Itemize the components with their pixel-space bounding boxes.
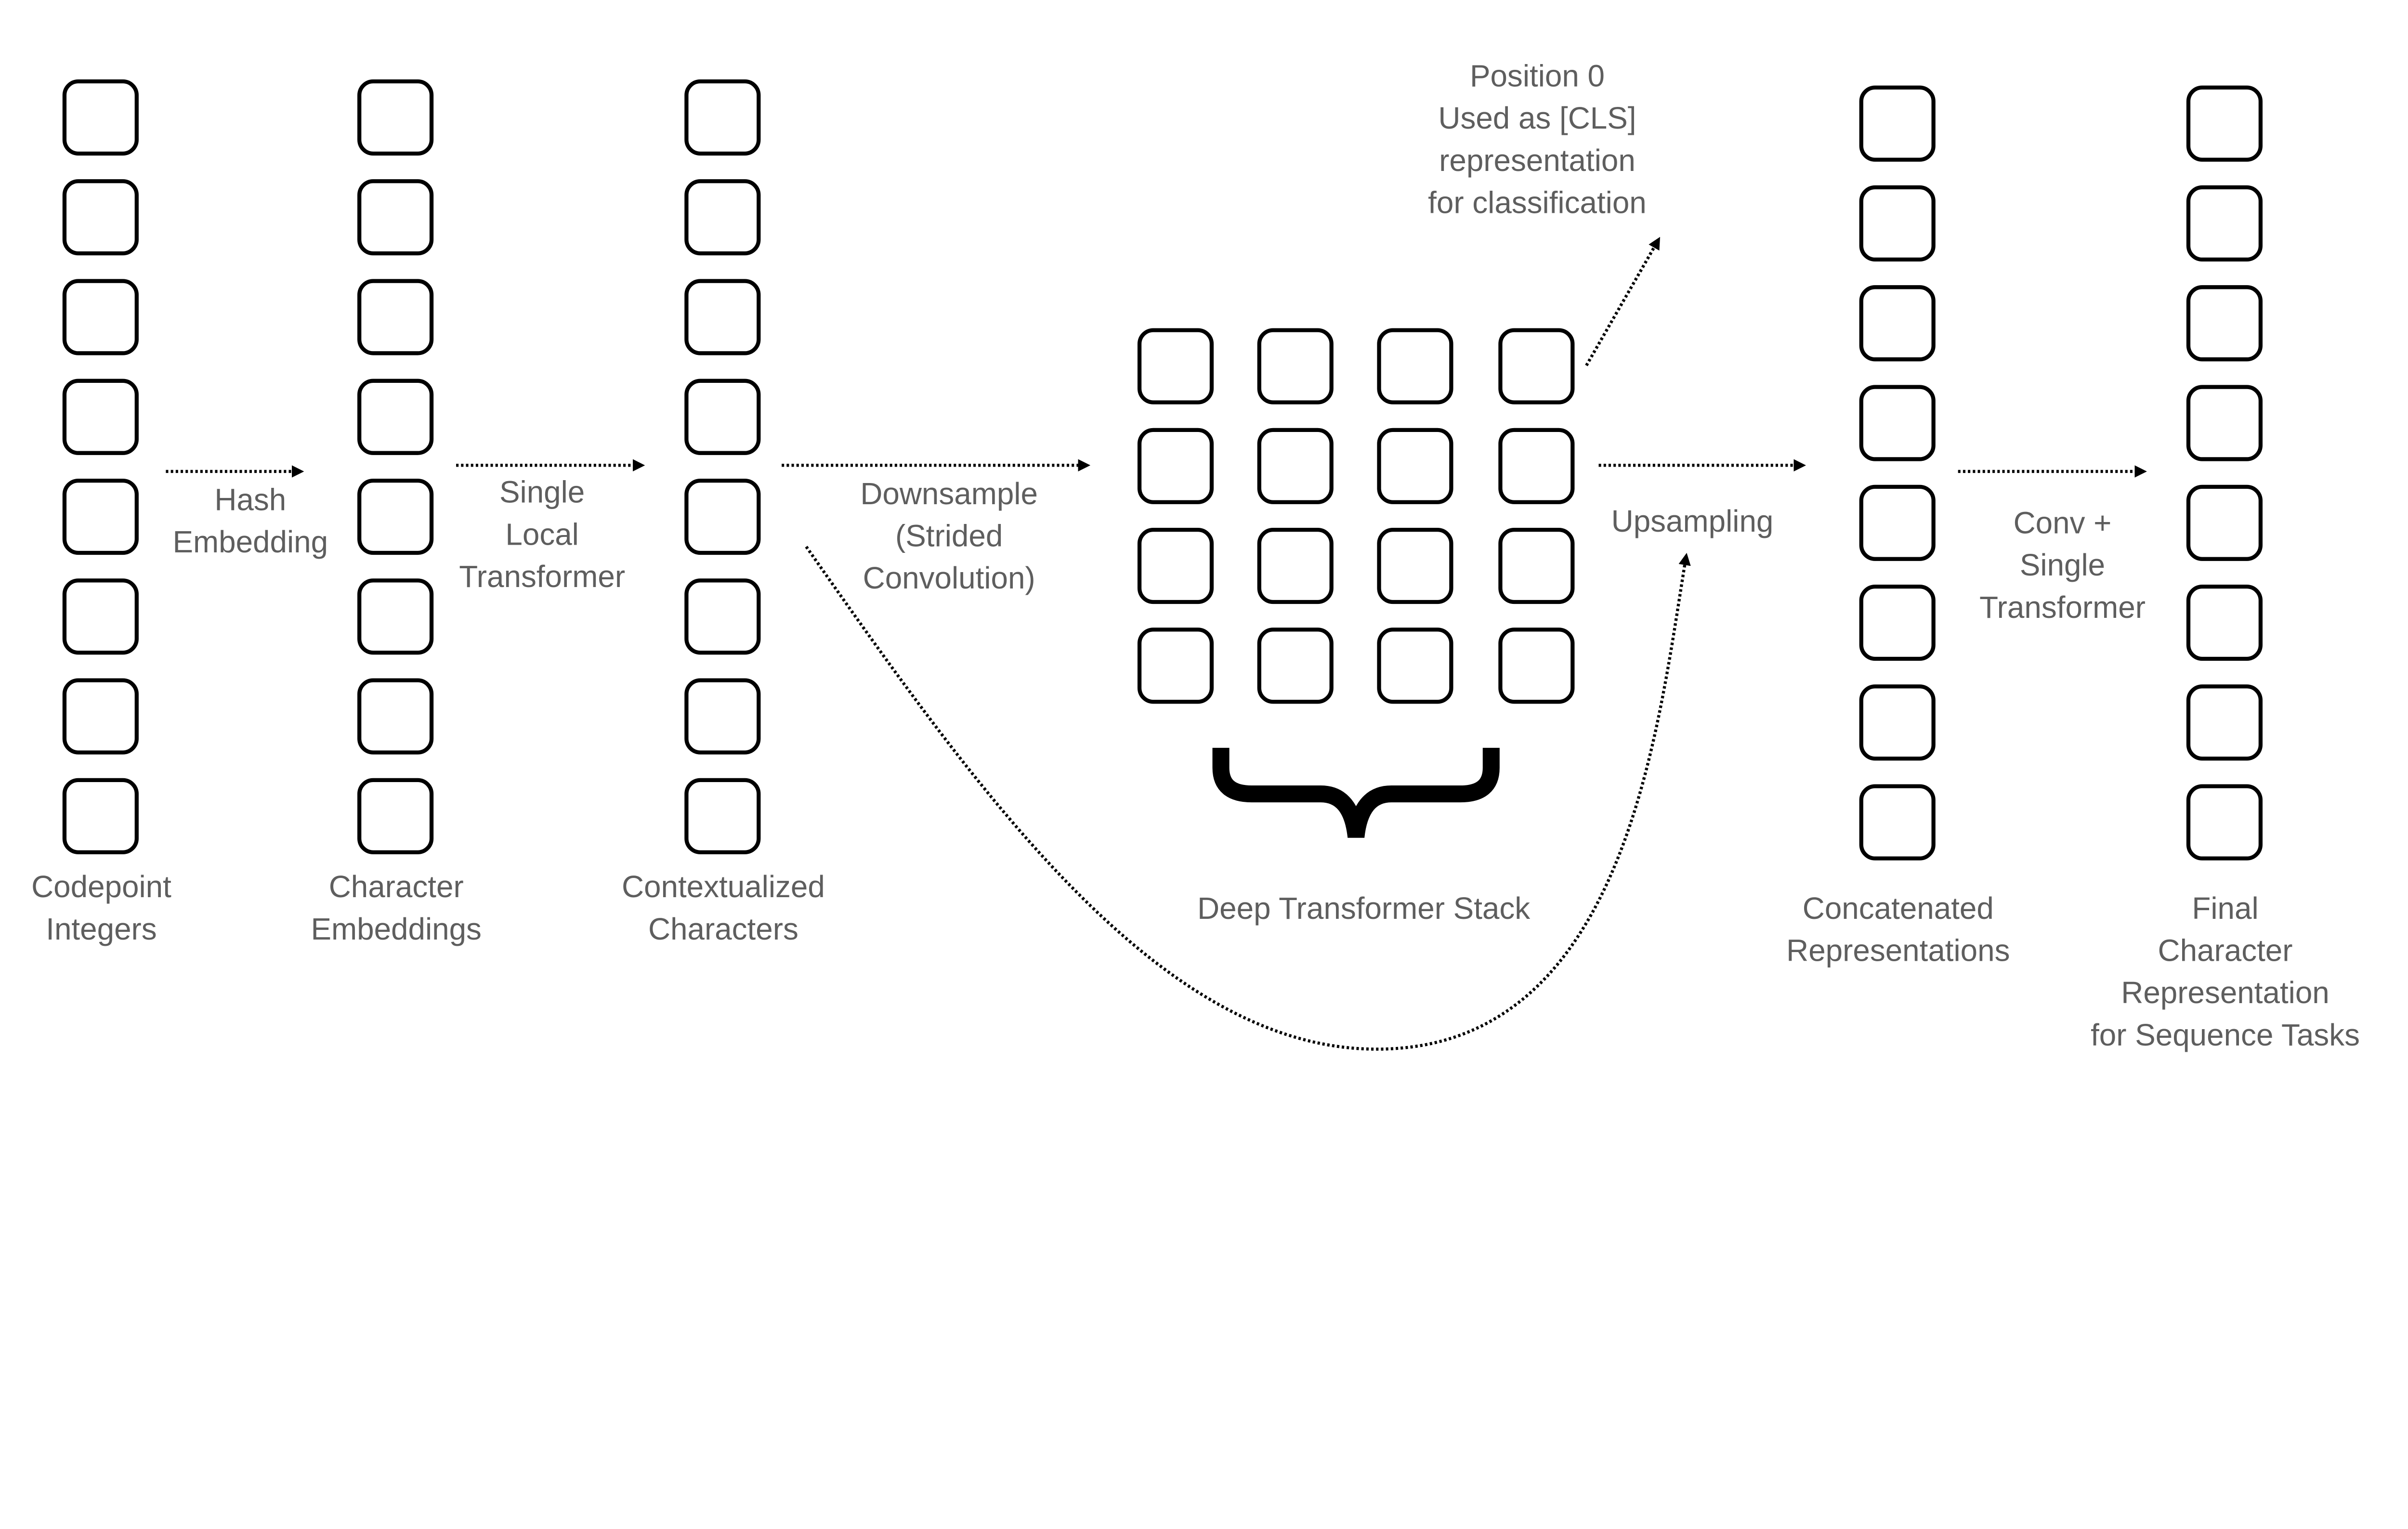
column-3-cell <box>684 179 761 256</box>
cls-note-label: Position 0 <box>1470 58 1605 93</box>
column-4-cell <box>1859 584 1936 661</box>
conv-single-transformer-label: Conv + <box>2014 505 2112 540</box>
transformer-grid-cell <box>1498 527 1575 604</box>
conv-single-transformer-label: Single <box>2020 548 2105 582</box>
canine-architecture-diagram: CodepointIntegersCharacterEmbeddingsCont… <box>31 58 2360 1052</box>
transformer-grid-cell <box>1498 627 1575 704</box>
cls-note-label: representation <box>1439 143 1636 178</box>
column-4-cell <box>1859 684 1936 761</box>
column-2-cell <box>357 179 434 256</box>
column-5-cell <box>2186 784 2263 861</box>
column-4-cell <box>1859 185 1936 262</box>
conv-single-transformer-label: Transformer <box>1979 590 2146 625</box>
transformer-grid-cell <box>1498 428 1575 504</box>
column-5-label: for Sequence Tasks <box>2091 1018 2360 1052</box>
deep-transformer-stack-label: Deep Transformer Stack <box>1197 891 1530 926</box>
column-5-cell <box>2186 684 2263 761</box>
column-2-cell <box>357 478 434 555</box>
transformer-grid-cell <box>1377 627 1453 704</box>
column-5-label: Representation <box>2121 975 2329 1010</box>
column-3-label: Contextualized <box>622 869 825 904</box>
column-2-label: Character <box>329 869 464 904</box>
column-4-cell <box>1859 784 1936 861</box>
transformer-grid-cell <box>1137 627 1214 704</box>
column-4-cell <box>1859 385 1936 461</box>
column-2-cell <box>357 379 434 455</box>
column-2-cell <box>357 578 434 655</box>
cls-arrow <box>1585 236 1661 366</box>
column-1-cell <box>62 279 139 355</box>
diagram-labels: CodepointIntegersCharacterEmbeddingsCont… <box>31 58 2360 1052</box>
column-1-cell <box>62 578 139 655</box>
column-4-cell <box>1859 85 1936 162</box>
transformer-grid-cell <box>1257 627 1334 704</box>
column-4-label: Concatenated <box>1803 891 1994 926</box>
hash-embedding-label: Embedding <box>172 524 328 559</box>
column-3-label: Characters <box>648 912 798 946</box>
transformer-grid-cell <box>1377 527 1453 604</box>
column-1-label: Integers <box>46 912 157 946</box>
column-5-cell <box>2186 185 2263 262</box>
column-5-cell <box>2186 385 2263 461</box>
column-5-cell <box>2186 285 2263 362</box>
residual-skip-arrow <box>805 546 1691 1051</box>
column-1-cell <box>62 478 139 555</box>
transformer-grid-cell <box>1137 527 1214 604</box>
column-2-cell <box>357 279 434 355</box>
column-5-cell <box>2186 484 2263 561</box>
column-3-cell <box>684 678 761 755</box>
column-1-label: Codepoint <box>31 869 171 904</box>
single-local-transformer-label: Transformer <box>459 559 625 594</box>
transformer-grid-cell <box>1257 527 1334 604</box>
column-3-cell <box>684 778 761 854</box>
transformer-grid-cell <box>1257 428 1334 504</box>
column-3-cell <box>684 79 761 156</box>
upsampling-label: Upsampling <box>1611 504 1774 538</box>
column-4-cell <box>1859 484 1936 561</box>
column-2-cell <box>357 778 434 854</box>
cell-boxes <box>62 79 2263 861</box>
hash-embedding-label: Hash <box>214 483 286 517</box>
cls-note-label: for classification <box>1428 185 1647 220</box>
column-1-cell <box>62 778 139 854</box>
column-4-label: Representations <box>1786 933 2010 967</box>
single-local-transformer-label: Local <box>505 517 578 551</box>
column-1-cell <box>62 379 139 455</box>
column-5-cell <box>2186 85 2263 162</box>
downsample-label: Convolution) <box>863 561 1035 595</box>
curly-brace-icon <box>1212 747 1500 838</box>
downsample-label: (Strided <box>895 519 1003 553</box>
column-5-label: Character <box>2158 933 2293 967</box>
downsample-label: Downsample <box>860 476 1038 511</box>
column-2-label: Embeddings <box>311 912 481 946</box>
column-5-label: Final <box>2192 891 2258 926</box>
transformer-grid-cell <box>1137 428 1214 504</box>
column-1-cell <box>62 179 139 256</box>
column-3-cell <box>684 578 761 655</box>
cls-note-label: Used as [CLS] <box>1438 101 1636 135</box>
column-4-cell <box>1859 285 1936 362</box>
column-2-cell <box>357 678 434 755</box>
transformer-grid-cell <box>1257 328 1334 405</box>
column-5-cell <box>2186 584 2263 661</box>
column-2-cell <box>357 79 434 156</box>
column-1-cell <box>62 79 139 156</box>
transformer-grid-cell <box>1377 428 1453 504</box>
column-1-cell <box>62 678 139 755</box>
column-3-cell <box>684 379 761 455</box>
single-local-transformer-label: Single <box>499 475 585 510</box>
transformer-grid-cell <box>1137 328 1214 405</box>
transformer-grid-cell <box>1498 328 1575 405</box>
column-3-cell <box>684 478 761 555</box>
column-3-cell <box>684 279 761 355</box>
transformer-grid-cell <box>1377 328 1453 405</box>
